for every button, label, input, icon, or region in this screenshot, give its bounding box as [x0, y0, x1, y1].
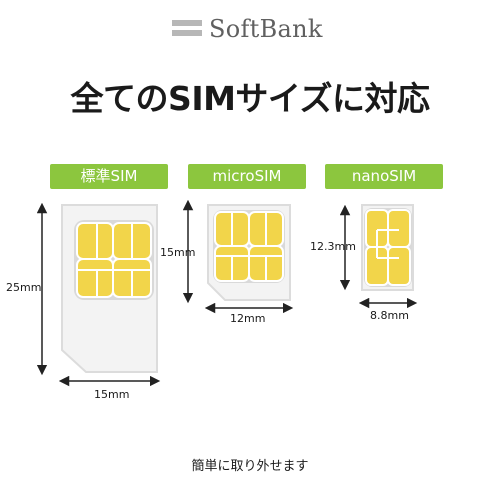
nano-sim-card — [361, 204, 414, 291]
nano-width-label: 8.8mm — [370, 309, 409, 322]
tag-standard-sim: 標準SIM — [50, 164, 168, 189]
standard-sim-card — [61, 204, 158, 373]
standard-width-label: 15mm — [94, 388, 130, 401]
micro-width-label: 12mm — [230, 312, 266, 325]
micro-sim-card — [207, 204, 291, 301]
footer-note: 簡単に取り外せます — [191, 459, 309, 474]
softbank-logo-icon — [172, 20, 202, 40]
tag-micro-sim: microSIM — [188, 164, 306, 189]
micro-height-label: 15mm — [160, 246, 196, 259]
tag-nano-sim: nanoSIM — [325, 164, 443, 189]
headline: 全てのSIMサイズに対応 — [70, 79, 430, 118]
brand-name: SoftBank — [209, 15, 323, 43]
nano-height-label: 12.3mm — [310, 240, 356, 253]
standard-height-label: 25mm — [6, 281, 42, 294]
